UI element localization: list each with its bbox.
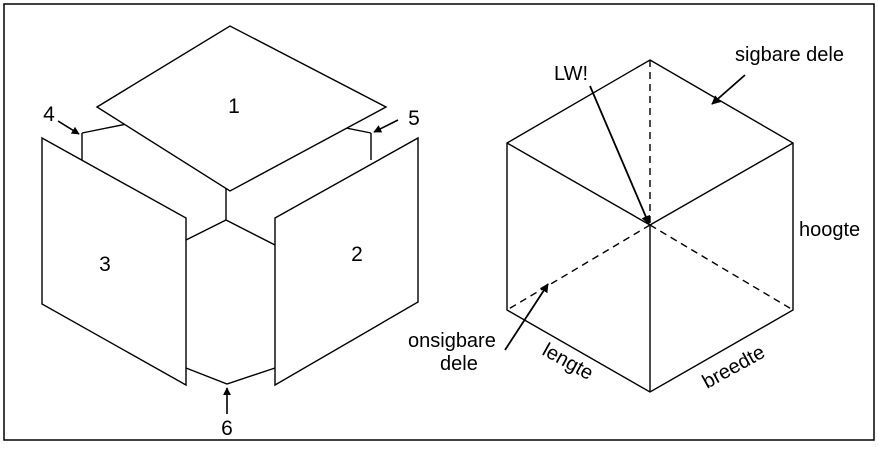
face-2-label: 2 xyxy=(351,243,363,266)
visible-edge-left xyxy=(506,142,651,226)
inner-left-edge xyxy=(185,219,227,241)
outer-frame xyxy=(3,3,875,441)
visible-edge-right xyxy=(649,142,794,226)
label-width: breedte xyxy=(699,341,769,393)
hidden-edge-right xyxy=(649,224,794,311)
arrow-visible-parts xyxy=(711,74,746,105)
label-lw: LW! xyxy=(554,63,588,85)
exploded-cube xyxy=(41,25,419,387)
hidden-edge-left xyxy=(506,224,651,311)
inner-right-edge xyxy=(225,219,276,246)
isometric-cube xyxy=(506,59,794,393)
arrow-5 xyxy=(373,119,399,133)
arrow-4-label: 4 xyxy=(43,103,55,126)
label-hidden-parts-1: onsigbare xyxy=(408,330,496,352)
face-3-label: 3 xyxy=(99,253,111,276)
arrow-5-label: 5 xyxy=(408,107,420,130)
face-1 xyxy=(95,25,388,192)
face-1-label: 1 xyxy=(228,95,240,118)
arrow-4 xyxy=(57,120,80,135)
arrow-6-label: 6 xyxy=(221,417,233,440)
face-3 xyxy=(41,136,187,387)
label-height: hoogte xyxy=(799,219,860,241)
label-length: lengte xyxy=(539,339,597,385)
label-visible-parts: sigbare dele xyxy=(735,44,844,66)
label-hidden-parts-2: dele xyxy=(440,353,478,375)
arrow-hidden-parts xyxy=(504,283,549,351)
face-2 xyxy=(274,136,419,387)
arrow-lw xyxy=(589,85,650,225)
bottom-edges xyxy=(185,367,276,385)
